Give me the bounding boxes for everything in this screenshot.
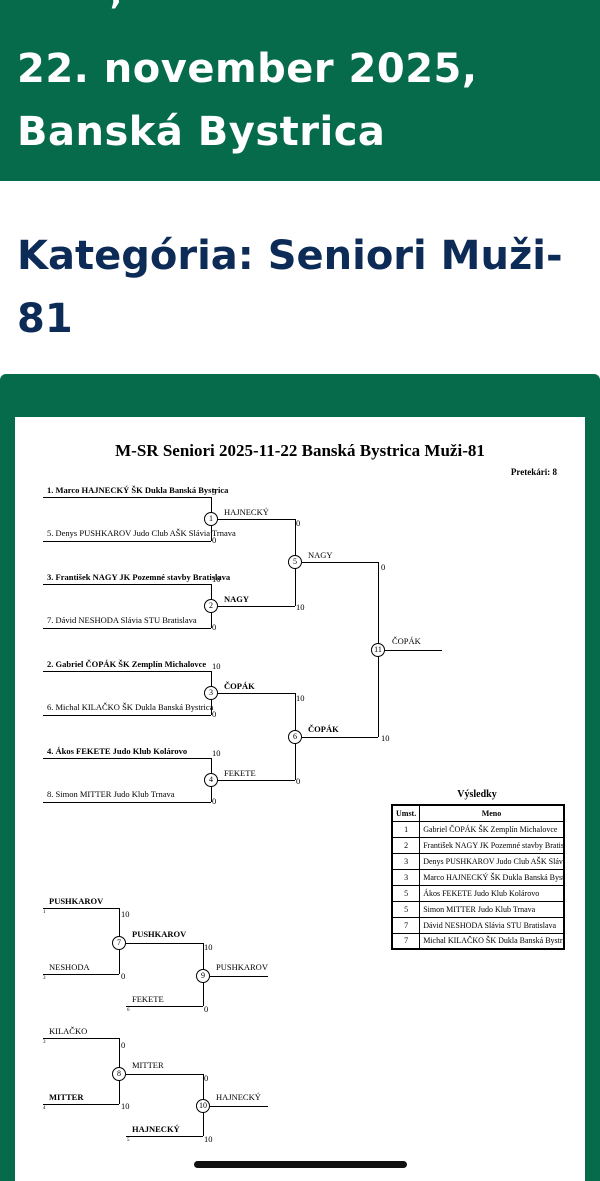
col-name: Meno	[419, 804, 565, 822]
match-node: 4	[204, 773, 218, 787]
match-node: 3	[204, 686, 218, 700]
champion-name: ČOPÁK	[392, 636, 421, 646]
category-title: Kategória: Seniori Muži-81	[17, 233, 563, 342]
repechage-name: PUSHKAROV	[132, 929, 187, 939]
bracket-entry: 4. Ákos FEKETE Judo Klub Kolárovo	[47, 746, 188, 756]
header-clipped-text: ,	[110, 0, 122, 12]
bracket-entry: 5. Denys PUSHKAROV Judo Club AŠK Slávia …	[47, 528, 236, 538]
event-date-location: 22. november 2025, Banská Bystrica	[17, 46, 478, 155]
repechage-name: NESHODA	[49, 962, 90, 972]
results-title: Výsledky	[457, 789, 497, 800]
match-node: 7	[112, 936, 126, 950]
bracket-entry: 6. Michal KILAČKO ŠK Dukla Banská Bystri…	[47, 702, 214, 712]
winner-name: NAGY	[224, 594, 250, 604]
winner-name: ČOPÁK	[224, 681, 255, 691]
bracket-entry: 7. Dávid NESHODA Slávia STU Bratislava	[47, 615, 197, 625]
match-node: 5	[288, 555, 302, 569]
event-header: , 22. november 2025, Banská Bystrica	[0, 0, 600, 181]
final-match-node: 11	[371, 643, 385, 657]
col-place: Umst.	[391, 804, 421, 822]
winner-name: ČOPÁK	[308, 724, 339, 734]
sheet-title: M-SR Seniori 2025-11-22 Banská Bystrica …	[115, 441, 485, 460]
repechage-name: KILAČKO	[49, 1026, 88, 1036]
bracket-entry: 2. Gabriel ČOPÁK ŠK Zemplín Michalovce	[47, 659, 207, 669]
bracket-entry: 8. Simon MITTER Judo Klub Trnava	[47, 789, 175, 799]
match-node: 9	[196, 969, 210, 983]
bracket-sheet[interactable]: M-SR Seniori 2025-11-22 Banská Bystrica …	[15, 417, 585, 1181]
match-node: 8	[112, 1067, 126, 1081]
repechage-name: PUSHKAROV	[49, 896, 104, 906]
winner-name: HAJNECKÝ	[224, 507, 269, 517]
competitor-count: Pretekári: 8	[510, 467, 557, 477]
repechage-name: HAJNECKÝ	[132, 1124, 180, 1134]
bracket-entry: 3. František NAGY JK Pozemné stavby Brat…	[47, 572, 231, 582]
repechage-winner: HAJNECKÝ	[216, 1092, 261, 1102]
match-node: 1	[204, 512, 218, 526]
home-indicator[interactable]	[194, 1161, 407, 1168]
match-node: 10	[196, 1099, 210, 1113]
repechage-winner: PUSHKAROV	[216, 962, 268, 972]
winner-name: FEKETE	[224, 768, 256, 778]
match-node: 6	[288, 730, 302, 744]
repechage-name: FEKETE	[132, 994, 164, 1004]
match-node: 2	[204, 599, 218, 613]
bracket-entry: 1. Marco HAJNECKÝ ŠK Dukla Banská Bystri…	[47, 485, 229, 495]
winner-name: NAGY	[308, 550, 333, 560]
repechage-name: MITTER	[49, 1092, 84, 1102]
repechage-name: MITTER	[132, 1060, 164, 1070]
